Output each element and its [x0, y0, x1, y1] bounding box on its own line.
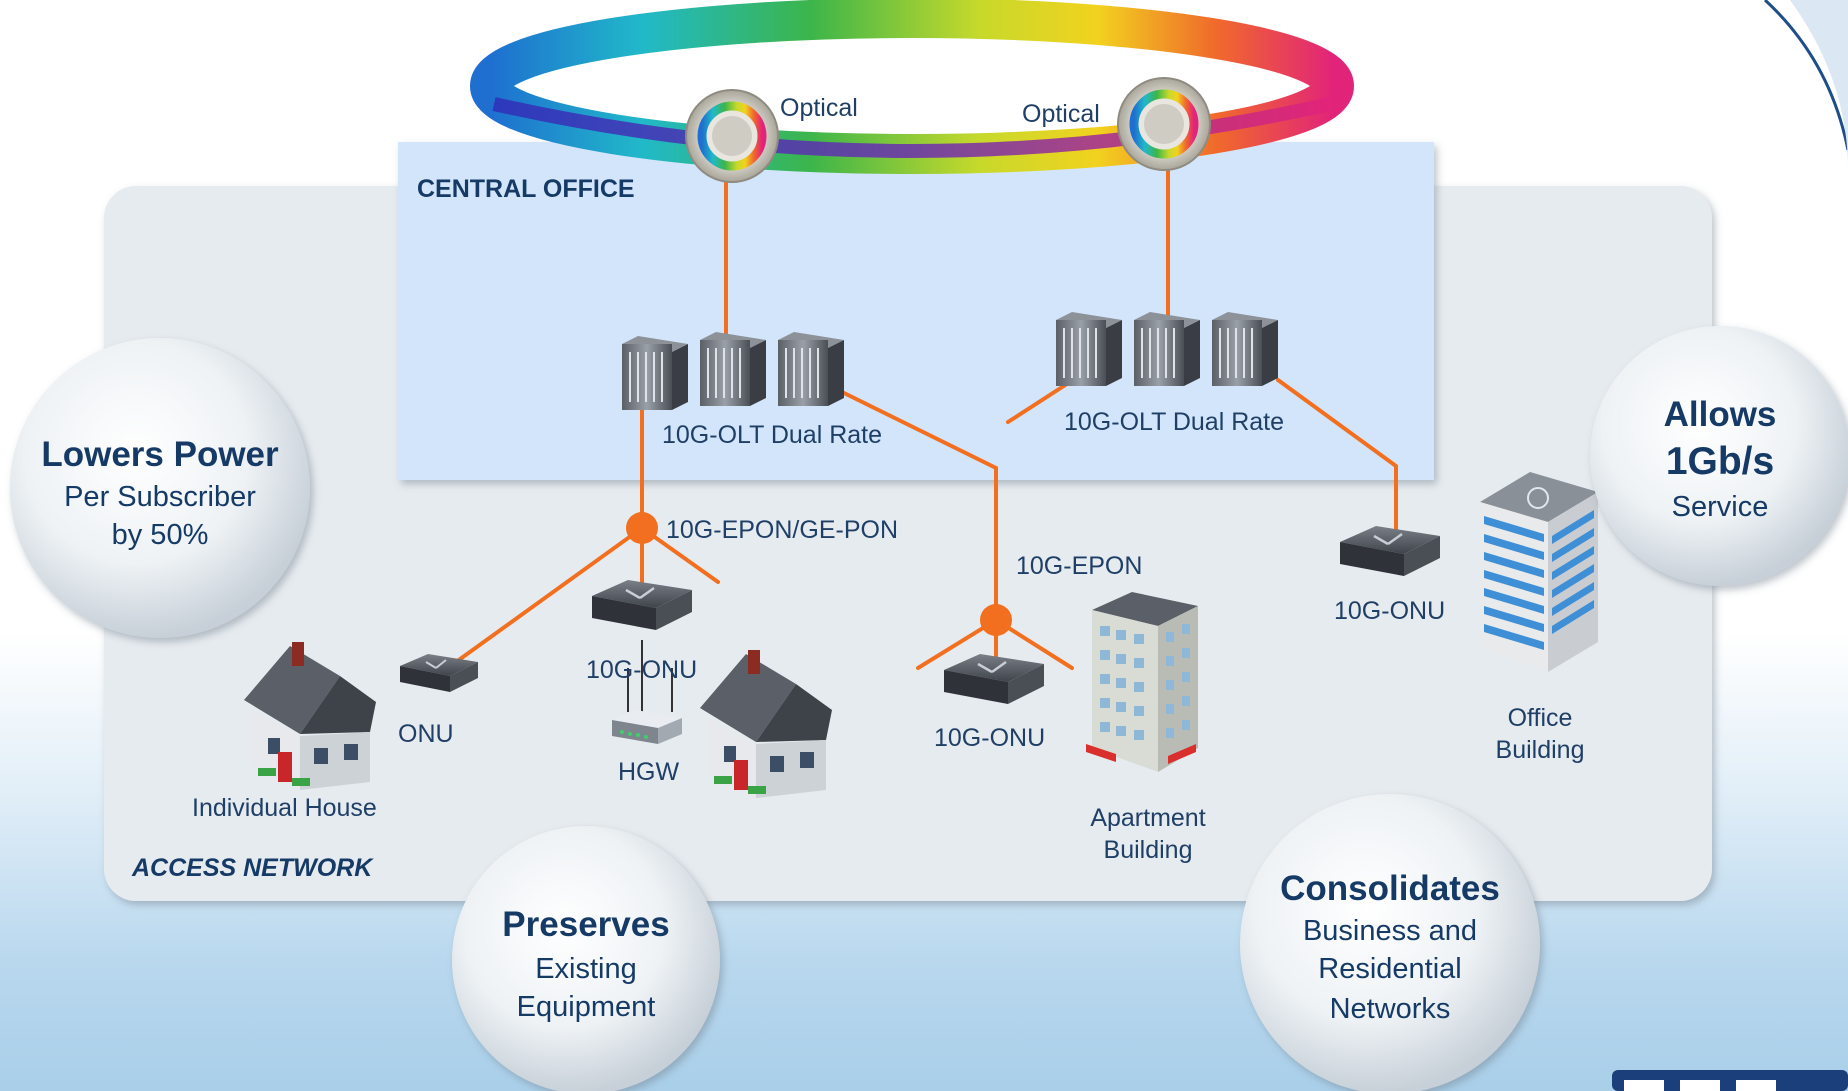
consolidates-line1: Business and	[1303, 915, 1477, 947]
corner-swoosh	[1763, 0, 1848, 151]
apartment-building-icon	[1086, 592, 1198, 772]
splitter-node-left	[626, 512, 658, 544]
apartment-label-line2: Building	[1104, 836, 1193, 864]
office-building-icon	[1480, 472, 1598, 672]
pon-mid-label: 10G-EPON	[1016, 552, 1142, 580]
benefit-bubble-equipment: Preserves Existing Equipment	[452, 826, 720, 1091]
consolidates-title: Consolidates	[1280, 869, 1500, 908]
onu-device-icon	[400, 654, 478, 692]
equipment-title: Preserves	[502, 905, 669, 944]
service-line1: Service	[1672, 491, 1769, 523]
apartment-label-line1: Apartment	[1090, 804, 1205, 832]
hgw-router-icon	[612, 710, 682, 744]
olt-left-label: 10G-OLT Dual Rate	[662, 421, 882, 449]
fiber-links	[454, 148, 1398, 718]
equipment-line1: Existing	[535, 953, 637, 985]
olt-right-label: 10G-OLT Dual Rate	[1064, 408, 1284, 436]
house-second-icon	[700, 650, 832, 798]
corner-swoosh-fill	[1790, 0, 1848, 170]
optical-node-left-icon	[685, 89, 779, 183]
10g-onu-mid-label: 10G-ONU	[934, 724, 1045, 752]
hgw-label: HGW	[618, 758, 680, 786]
pon-left-label: 10G-EPON/GE-PON	[666, 516, 898, 544]
access-network-title: ACCESS NETWORK	[131, 854, 374, 882]
service-title-line1: Allows	[1664, 395, 1777, 434]
consolidates-line3: Networks	[1330, 993, 1451, 1025]
benefit-bubble-service: Allows 1Gb/s Service	[1590, 326, 1848, 586]
optical-label-right: Optical	[1022, 100, 1100, 128]
optical-node-right-icon	[1117, 77, 1211, 171]
individual-house-icon	[244, 642, 376, 790]
link-olt-splitter-mid	[840, 390, 998, 622]
office-label-line2: Building	[1496, 736, 1585, 764]
10g-onu-right-label: 10G-ONU	[1334, 597, 1445, 625]
olt-rack-left-icon	[622, 332, 844, 410]
link-olt-office	[1276, 378, 1398, 532]
link-olt-right-stub	[1006, 380, 1072, 424]
equipment-line2: Equipment	[517, 991, 656, 1023]
power-title: Lowers Power	[41, 435, 279, 474]
10g-onu-right-icon	[1340, 526, 1440, 576]
benefit-bubble-power: Lowers Power Per Subscriber by 50%	[10, 338, 310, 638]
central-office-title: CENTRAL OFFICE	[417, 175, 635, 203]
power-line2: by 50%	[112, 519, 209, 551]
logo-fragment	[1612, 1070, 1848, 1091]
individual-house-label: Individual House	[192, 794, 377, 822]
consolidates-line2: Residential	[1318, 953, 1461, 985]
10g-onu-left-label: 10G-ONU	[586, 656, 697, 684]
onu-label: ONU	[398, 720, 454, 748]
power-line1: Per Subscriber	[64, 481, 256, 513]
office-label-line1: Office	[1508, 704, 1573, 732]
central-office-panel	[398, 142, 1434, 480]
olt-rack-right-icon	[1056, 312, 1278, 386]
link-splitter-onu	[454, 526, 644, 664]
10g-onu-mid-icon	[944, 654, 1044, 704]
10g-onu-left-icon	[592, 580, 692, 630]
service-title-line2: 1Gb/s	[1666, 440, 1774, 483]
optical-label-left: Optical	[780, 94, 858, 122]
splitter-node-mid	[980, 604, 1012, 636]
benefit-bubble-consolidates: Consolidates Business and Residential Ne…	[1240, 794, 1540, 1091]
